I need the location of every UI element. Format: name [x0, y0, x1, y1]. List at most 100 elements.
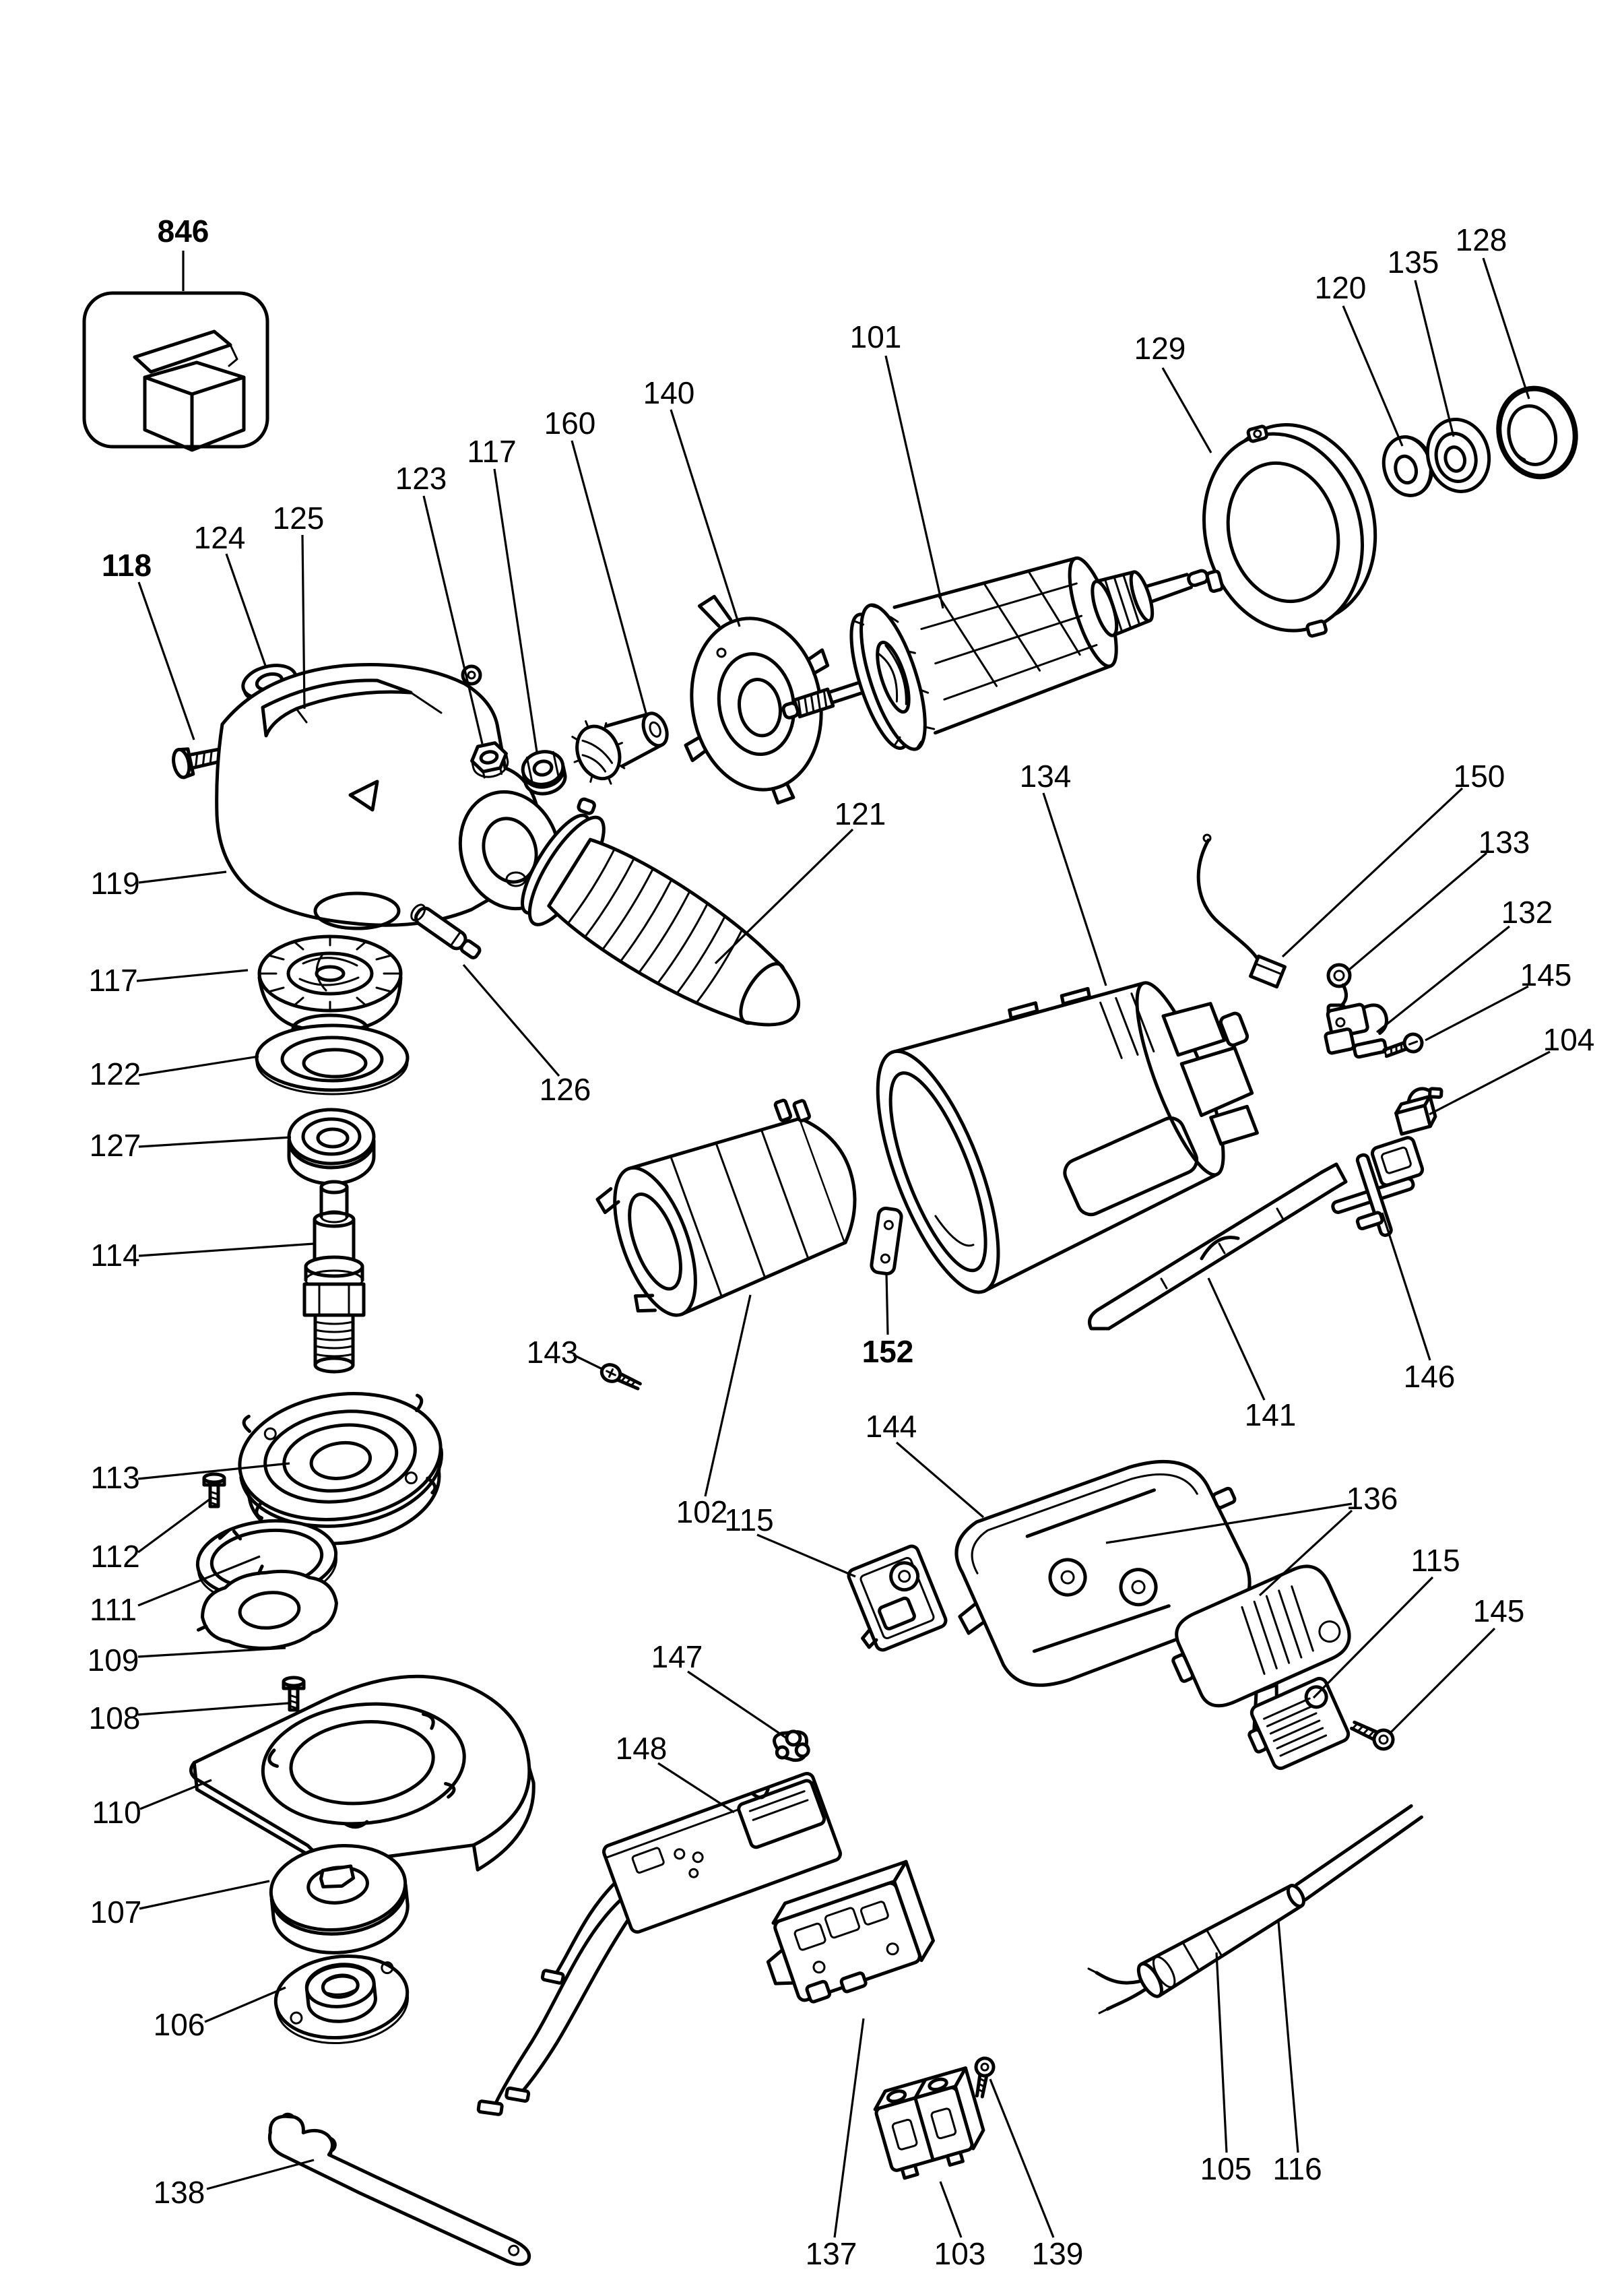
- leader-line-102: [704, 1294, 752, 1497]
- leader-line-104: [1429, 1050, 1551, 1116]
- callout-152: 152: [862, 1334, 914, 1369]
- leader-line-118: [137, 581, 195, 740]
- callout-146: 146: [1403, 1359, 1456, 1394]
- callout-147: 147: [651, 1639, 703, 1674]
- part-115-switch-plate: [847, 1544, 948, 1652]
- leader-line-111: [137, 1555, 261, 1607]
- callout-133: 133: [1478, 825, 1530, 860]
- leader-line-137: [833, 2018, 865, 2238]
- leader-line-127: [138, 1136, 292, 1148]
- leader-line-115: [756, 1533, 856, 1578]
- part-126-pin: [410, 903, 482, 959]
- leader-line-132: [1376, 925, 1510, 1034]
- part-129-field-case: [1202, 423, 1377, 638]
- callout-103: 103: [934, 2236, 986, 2271]
- callout-108: 108: [88, 1701, 141, 1736]
- leader-line-129: [1161, 367, 1212, 453]
- callout-138: 138: [153, 2175, 205, 2210]
- part-135-bearing: [1425, 418, 1491, 493]
- callout-137: 137: [805, 2236, 857, 2271]
- leader-line-120: [1342, 305, 1404, 447]
- callout-122: 122: [89, 1056, 141, 1091]
- part-145-screw: [1382, 1032, 1424, 1058]
- part-109-lock-plate: [196, 1564, 338, 1650]
- callout-111: 111: [90, 1592, 137, 1627]
- callout-102: 102: [676, 1494, 728, 1529]
- leader-line-150: [1281, 787, 1464, 958]
- callout-135: 135: [1387, 245, 1439, 280]
- callout-140: 140: [643, 375, 695, 410]
- part-105-cord-guard-and-116-cord: [1087, 1804, 1423, 2014]
- callout-119: 119: [90, 866, 140, 901]
- part-101-armature: [781, 556, 1210, 751]
- callout-125: 125: [272, 501, 325, 536]
- leader-line-109: [137, 1647, 286, 1658]
- callout-134: 134: [1019, 759, 1072, 794]
- leader-line-106: [204, 1986, 286, 2023]
- callout-113: 113: [90, 1460, 140, 1495]
- leader-line-139: [989, 2078, 1055, 2238]
- part-150-lead-wire: [1196, 833, 1287, 989]
- callout-115a: 115: [724, 1502, 774, 1537]
- leader-line-124: [225, 553, 267, 666]
- part-110-wheel-guard: [189, 1674, 535, 1872]
- callout-106: 106: [153, 2007, 205, 2042]
- part-119-gear-housing: [215, 663, 562, 930]
- part-147-contact: [773, 1729, 810, 1762]
- callout-126: 126: [539, 1072, 591, 1107]
- part-148-controller: [476, 1771, 842, 2116]
- leader-line-121: [714, 828, 854, 965]
- part-140-baffle-plate: [684, 594, 830, 805]
- callout-128: 128: [1455, 222, 1507, 257]
- leader-line-105: [1215, 1952, 1228, 2153]
- callout-145b: 145: [1472, 1593, 1525, 1628]
- callout-117b: 117: [88, 963, 138, 998]
- callout-101: 101: [849, 319, 902, 354]
- part-111-ring: [195, 1519, 338, 1604]
- leader-line-117: [493, 468, 538, 753]
- callout-141: 141: [1244, 1397, 1297, 1432]
- callout-132: 132: [1501, 895, 1553, 930]
- leader-line-160: [571, 440, 648, 716]
- leader-line-103: [939, 2181, 963, 2238]
- leader-line-125: [301, 534, 306, 709]
- leader-line-133: [1347, 852, 1488, 972]
- leader-line-135: [1414, 280, 1455, 437]
- leader-line-147: [687, 1670, 787, 1740]
- leader-line-122: [138, 1055, 259, 1077]
- callout-121: 121: [834, 796, 886, 831]
- part-138-pin-wrench: [267, 2112, 531, 2266]
- callout-160: 160: [544, 406, 596, 441]
- part-117-spindle-nut: [521, 750, 567, 796]
- leader-line-143: [573, 1354, 603, 1370]
- part-115-brush-cover: [1247, 1676, 1351, 1771]
- callout-124: 124: [193, 520, 246, 555]
- callout-120: 120: [1314, 270, 1367, 305]
- leader-line-148: [657, 1762, 735, 1814]
- leader-line-140: [670, 409, 741, 627]
- callout-110: 110: [92, 1795, 141, 1830]
- callout-150: 150: [1453, 759, 1505, 794]
- callout-127: 127: [89, 1128, 141, 1163]
- leader-line-119: [138, 870, 227, 884]
- part-107-inner-flange: [269, 1843, 410, 1955]
- part-146-brush-cap: [1331, 1136, 1425, 1237]
- leader-line-117: [136, 969, 249, 982]
- part-127-bearing: [287, 1108, 376, 1186]
- leader-line-126: [462, 963, 560, 1077]
- leader-lines: [136, 251, 1551, 2238]
- part-141-lead-guide-bar: [1088, 1162, 1348, 1331]
- part-139-screw: [974, 2056, 996, 2099]
- part-160-pinion-gear: [571, 711, 669, 785]
- callout-145a: 145: [1520, 957, 1572, 992]
- part-143-screw: [599, 1363, 642, 1391]
- callout-136: 136: [1346, 1481, 1398, 1516]
- part-134-motor-housing: [876, 981, 1259, 1294]
- part-103-terminal-block: [873, 2066, 985, 2180]
- leader-line-134: [1042, 792, 1107, 986]
- leader-line-110: [139, 1779, 212, 1810]
- part-137-switch: [766, 1860, 935, 2004]
- leader-line-145: [1388, 1627, 1496, 1736]
- leader-line-145: [1425, 985, 1529, 1042]
